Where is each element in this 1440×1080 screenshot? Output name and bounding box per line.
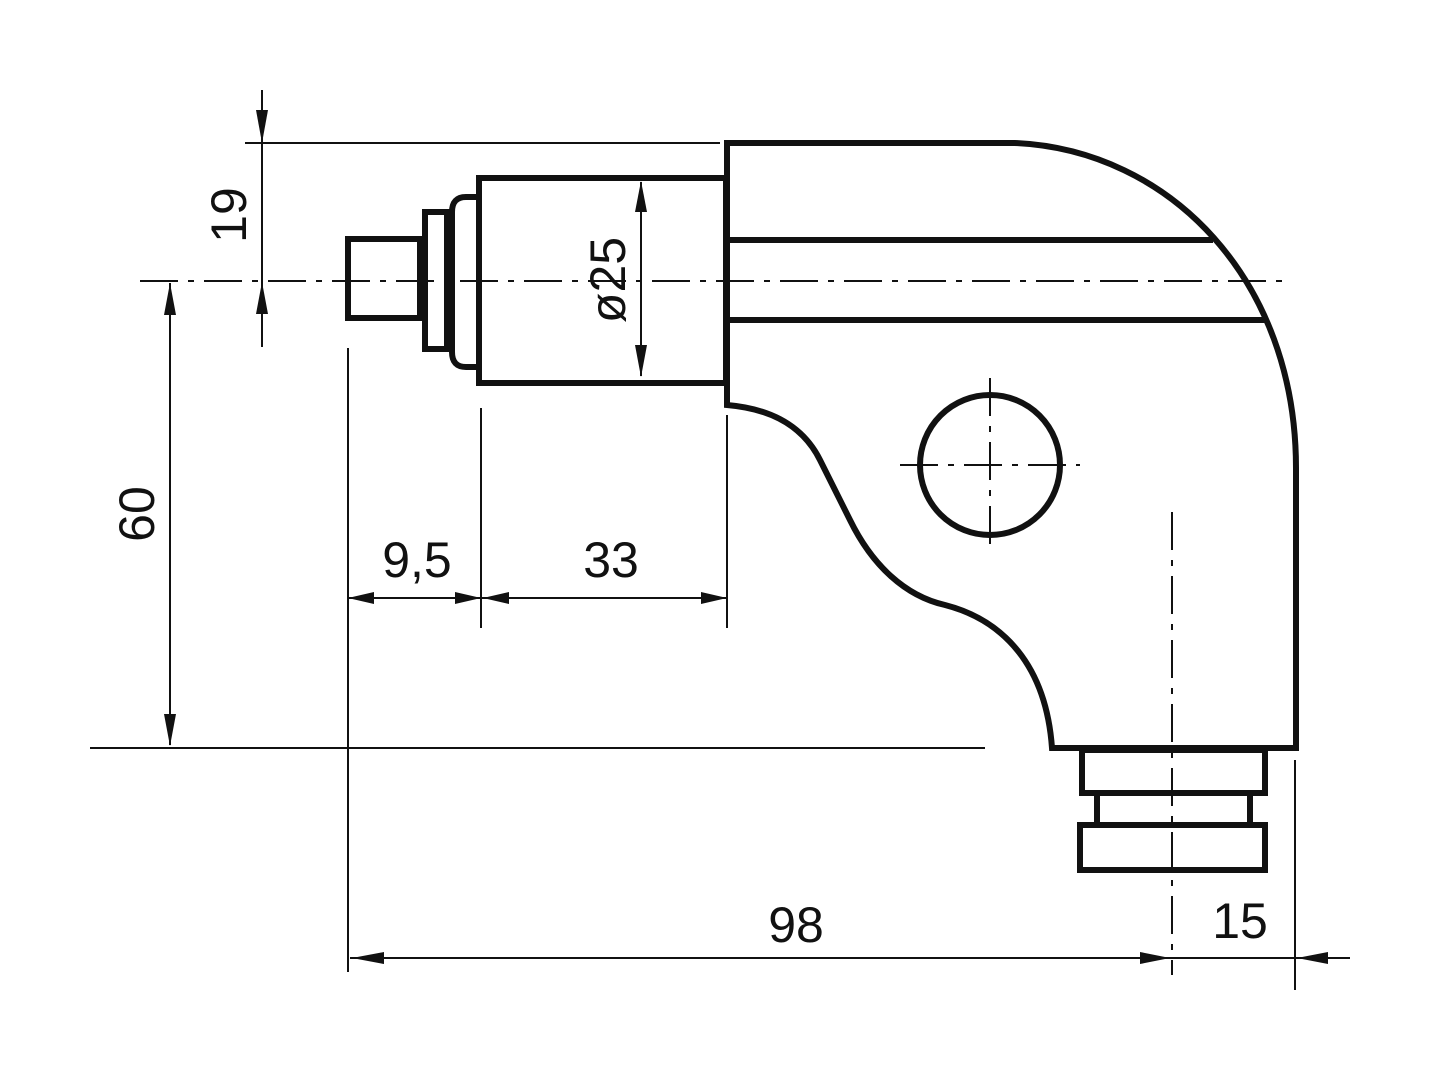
dimension-label-15: 15 — [1212, 893, 1268, 949]
dimension-label-98: 98 — [768, 897, 824, 953]
dimension-60: 60 — [90, 283, 985, 749]
flange — [449, 194, 479, 370]
pin — [345, 236, 423, 321]
dimension-98: 98 — [350, 897, 1172, 964]
dimension-label-9-5: 9,5 — [382, 532, 452, 588]
dimension-diameter-25: ø25 — [580, 181, 647, 377]
dimension-9-5-and-33: 9,5 33 — [347, 348, 728, 972]
nut — [422, 209, 450, 352]
fitting-lower — [1077, 822, 1268, 873]
dimension-label-19: 19 — [201, 187, 257, 243]
dimension-label-33: 33 — [583, 532, 639, 588]
dimension-19: 19 — [201, 90, 720, 347]
fitting-upper — [1079, 747, 1268, 796]
part-outline — [345, 140, 1299, 873]
dimension-15: 15 — [1172, 760, 1350, 990]
dimension-label-60: 60 — [109, 486, 165, 542]
mounting-hole — [917, 392, 1063, 538]
fitting-middle — [1094, 790, 1253, 828]
main-body — [724, 140, 1299, 751]
dimension-label-diameter: ø25 — [580, 237, 636, 323]
